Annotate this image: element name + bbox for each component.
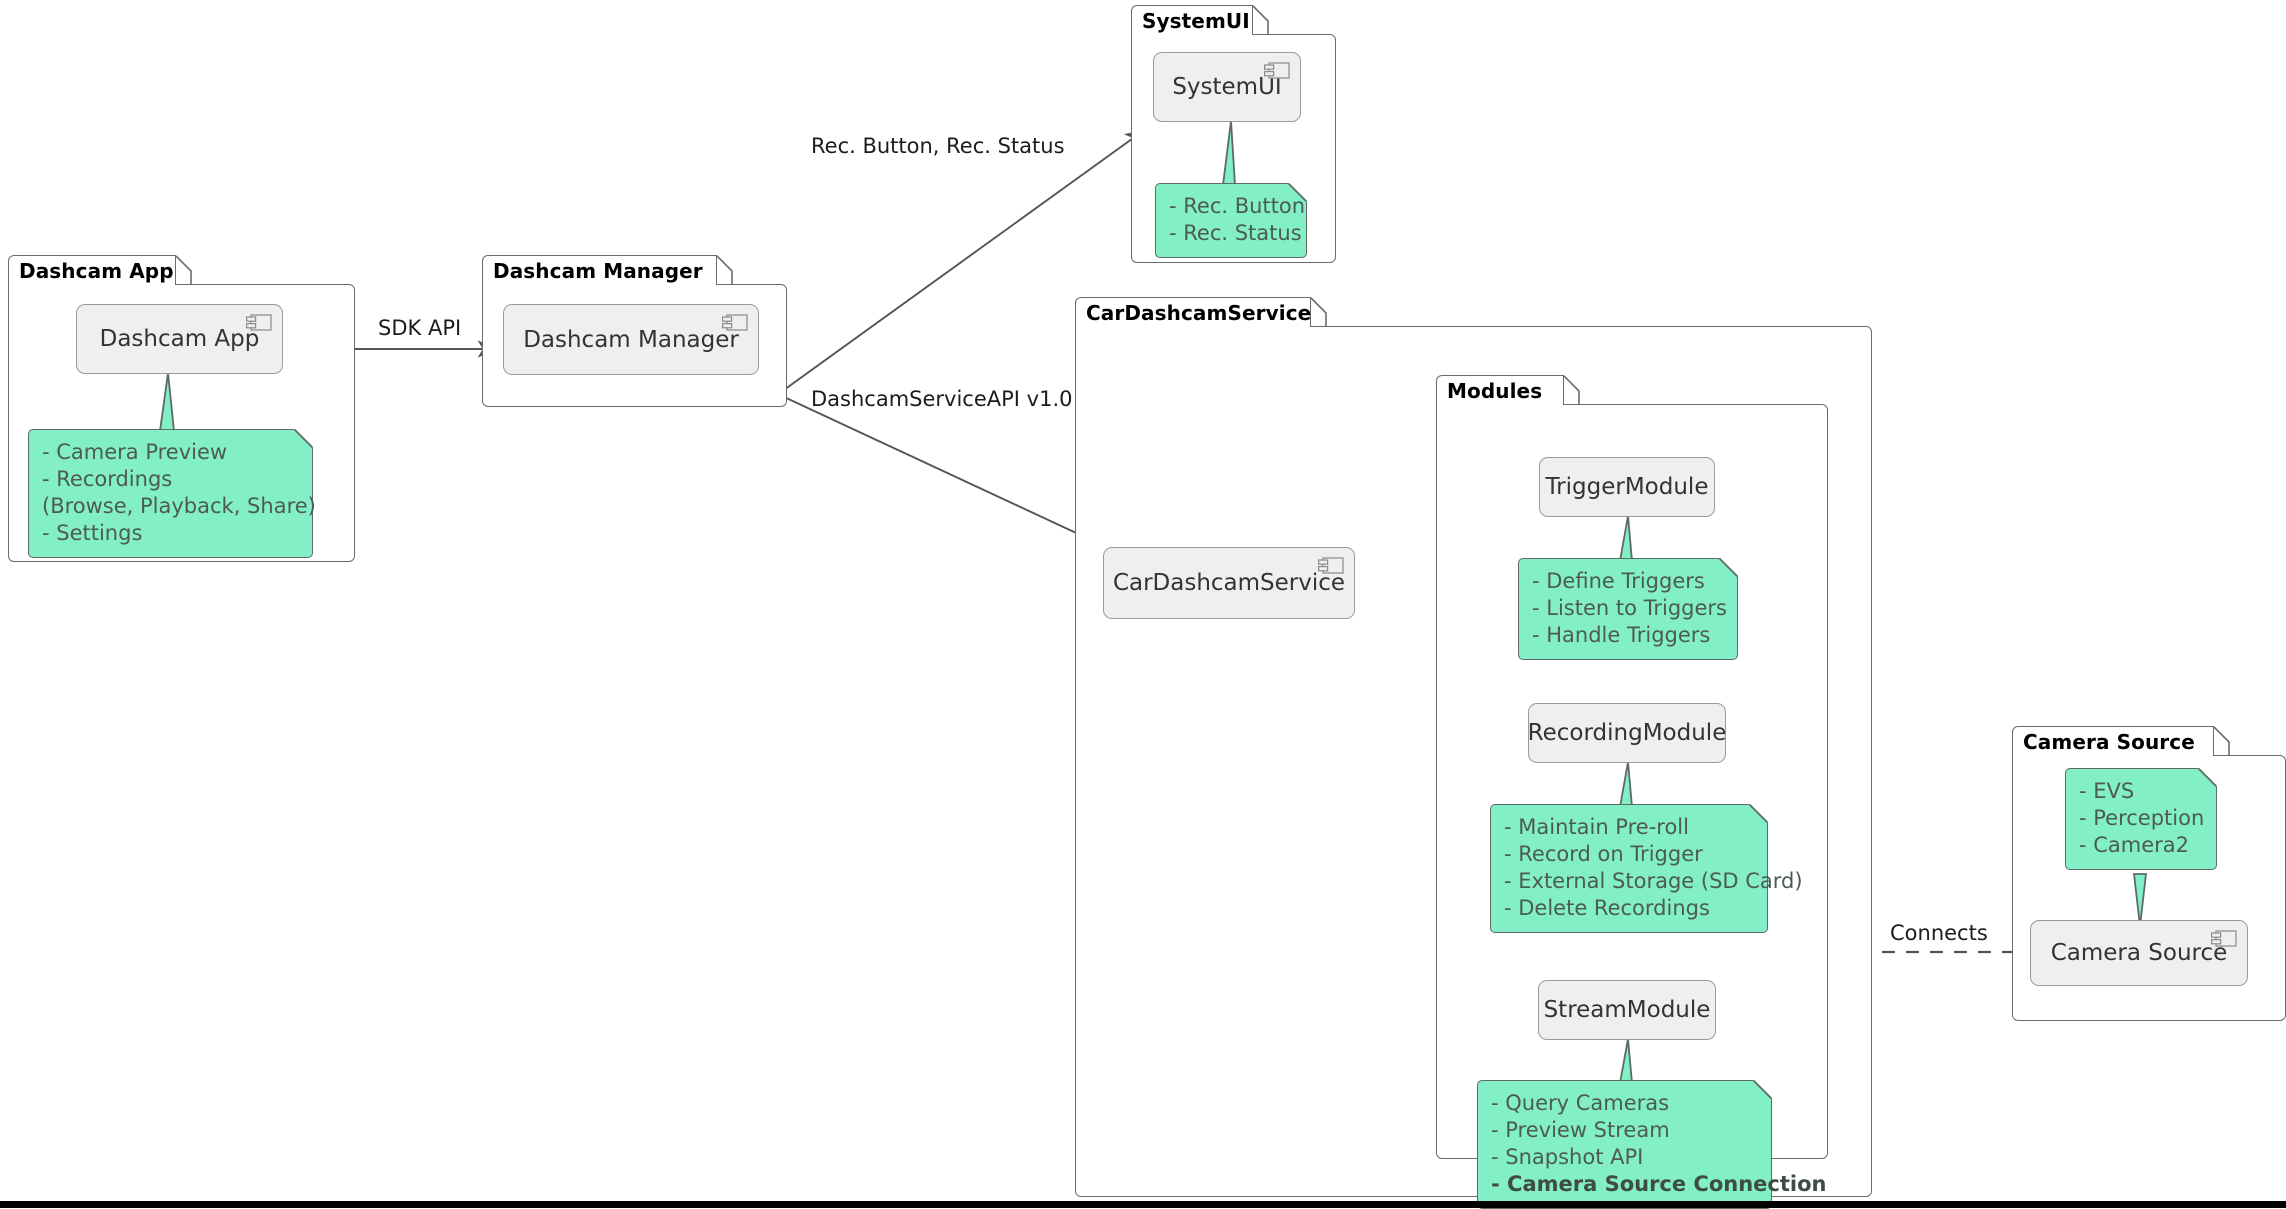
note-recording-module: - Maintain Pre-roll - Record on Trigger … bbox=[1490, 804, 1803, 933]
note-line: - Define Triggers bbox=[1532, 569, 1705, 593]
package-systemui-tab-slant bbox=[1253, 5, 1269, 35]
package-camera-source: Camera Source - EVS - Perception - Camer… bbox=[2012, 726, 2286, 1021]
note-line: - Preview Stream bbox=[1491, 1117, 1670, 1142]
component-icon bbox=[2211, 930, 2237, 947]
note-line: - Camera Preview bbox=[42, 440, 228, 464]
package-dashcam-app-tab-slant bbox=[176, 255, 192, 285]
component-icon bbox=[1264, 62, 1290, 79]
component-dashcam-manager-label: Dashcam Manager bbox=[523, 326, 739, 353]
package-dashcam-manager-tab: Dashcam Manager bbox=[482, 255, 717, 285]
package-dashcam-app: Dashcam App Dashcam App bbox=[8, 255, 355, 562]
note-trigger-module: - Define Triggers - Listen to Triggers -… bbox=[1518, 558, 1738, 660]
edge-label-sdk-api: SDK API bbox=[378, 316, 462, 340]
note-line: - Maintain Pre-roll bbox=[1504, 815, 1689, 839]
component-dashcam-app-label: Dashcam App bbox=[99, 326, 260, 352]
component-camera-source[interactable]: Camera Source bbox=[2030, 920, 2248, 986]
component-camera-source-label: Camera Source bbox=[2050, 940, 2228, 966]
note-line: - Perception bbox=[2079, 805, 2205, 830]
component-trigger-module[interactable]: TriggerModule bbox=[1539, 457, 1715, 517]
package-car-dashcam-service-tab-slant bbox=[1311, 297, 1327, 327]
note-line: - Camera2 bbox=[2079, 832, 2190, 857]
component-systemui-label: SystemUI bbox=[1172, 74, 1282, 100]
package-dashcam-manager: Dashcam Manager Dashcam Manager bbox=[482, 255, 787, 407]
package-camera-source-tab: Camera Source bbox=[2012, 726, 2214, 756]
note-dashcam-app: - Camera Preview - Recordings (Browse, P… bbox=[28, 429, 316, 558]
component-dashcam-app[interactable]: Dashcam App bbox=[76, 304, 283, 374]
package-systemui-tab: SystemUI bbox=[1131, 5, 1253, 35]
note-line: (Browse, Playback, Share) bbox=[42, 493, 316, 518]
note-line: - Rec. Button bbox=[1169, 194, 1306, 218]
package-camera-source-label: Camera Source bbox=[2023, 729, 2195, 754]
edge-dashcam-service-api bbox=[781, 395, 1104, 546]
note-line: - Handle Triggers bbox=[1532, 622, 1711, 647]
component-recording-module[interactable]: RecordingModule bbox=[1528, 703, 1726, 763]
package-car-dashcam-service: CarDashcamService CarDashcamService Modu… bbox=[1075, 297, 1872, 1209]
component-icon bbox=[246, 314, 272, 331]
component-recording-module-label: RecordingModule bbox=[1527, 720, 1727, 746]
note-line: - Listen to Triggers bbox=[1532, 595, 1727, 620]
note-line: - External Storage (SD Card) bbox=[1504, 868, 1803, 893]
note-line: - Snapshot API bbox=[1491, 1144, 1644, 1169]
note-line: - Delete Recordings bbox=[1504, 895, 1710, 920]
component-dashcam-manager[interactable]: Dashcam Manager bbox=[503, 304, 759, 375]
component-stream-module-label: StreamModule bbox=[1543, 997, 1711, 1023]
note-line: - Settings bbox=[42, 520, 143, 545]
package-dashcam-manager-label: Dashcam Manager bbox=[493, 258, 703, 283]
edge-label-dashcam-service-api: DashcamServiceAPI v1.0 bbox=[811, 387, 1073, 411]
note-line: - Camera Source Connection bbox=[1491, 1171, 1827, 1196]
package-camera-source-tab-slant bbox=[2214, 726, 2230, 756]
package-dashcam-manager-tab-slant bbox=[717, 255, 733, 285]
component-icon bbox=[722, 314, 748, 331]
package-modules-tab-slant bbox=[1564, 375, 1580, 405]
package-car-dashcam-service-tab: CarDashcamService bbox=[1075, 297, 1311, 327]
package-modules-tab: Modules bbox=[1436, 375, 1564, 405]
note-fold-icon bbox=[1753, 1080, 1772, 1099]
component-icon bbox=[1318, 557, 1344, 574]
component-car-dashcam-service-label: CarDashcamService bbox=[1112, 570, 1346, 596]
package-systemui-label: SystemUI bbox=[1142, 8, 1250, 33]
note-line: - Recordings bbox=[42, 466, 173, 491]
note-line: - Rec. Status bbox=[1169, 220, 1302, 245]
note-fold-icon bbox=[1288, 183, 1307, 202]
note-line: - Record on Trigger bbox=[1504, 841, 1703, 866]
edge-label-connects: Connects bbox=[1890, 921, 1988, 945]
package-dashcam-app-tab: Dashcam App bbox=[8, 255, 176, 285]
note-line: - EVS bbox=[2079, 779, 2135, 803]
package-car-dashcam-service-label: CarDashcamService bbox=[1086, 300, 1312, 325]
component-trigger-module-label: TriggerModule bbox=[1545, 474, 1709, 500]
component-stream-module[interactable]: StreamModule bbox=[1538, 980, 1716, 1040]
note-fold-icon bbox=[294, 429, 313, 448]
component-car-dashcam-service[interactable]: CarDashcamService bbox=[1103, 547, 1355, 619]
bottom-border-bar bbox=[0, 1201, 2286, 1208]
package-dashcam-app-label: Dashcam App bbox=[19, 258, 174, 283]
note-fold-icon bbox=[1749, 804, 1768, 823]
note-stream-module: - Query Cameras - Preview Stream - Snaps… bbox=[1477, 1080, 1827, 1209]
package-systemui: SystemUI SystemUI bbox=[1131, 5, 1336, 263]
camera-source-note-anchor bbox=[2132, 873, 2148, 927]
note-line: - Query Cameras bbox=[1491, 1091, 1670, 1115]
package-modules-label: Modules bbox=[1447, 378, 1543, 403]
note-systemui: - Rec. Button - Rec. Status bbox=[1155, 183, 1307, 258]
package-modules: Modules TriggerModule - Define Trig bbox=[1436, 375, 1828, 1209]
edge-label-rec-button-status: Rec. Button, Rec. Status bbox=[811, 134, 1065, 158]
note-fold-icon bbox=[2198, 768, 2217, 787]
note-fold-icon bbox=[1719, 558, 1738, 577]
note-camera-source: - EVS - Perception - Camera2 bbox=[2065, 768, 2217, 870]
component-systemui[interactable]: SystemUI bbox=[1153, 52, 1301, 122]
